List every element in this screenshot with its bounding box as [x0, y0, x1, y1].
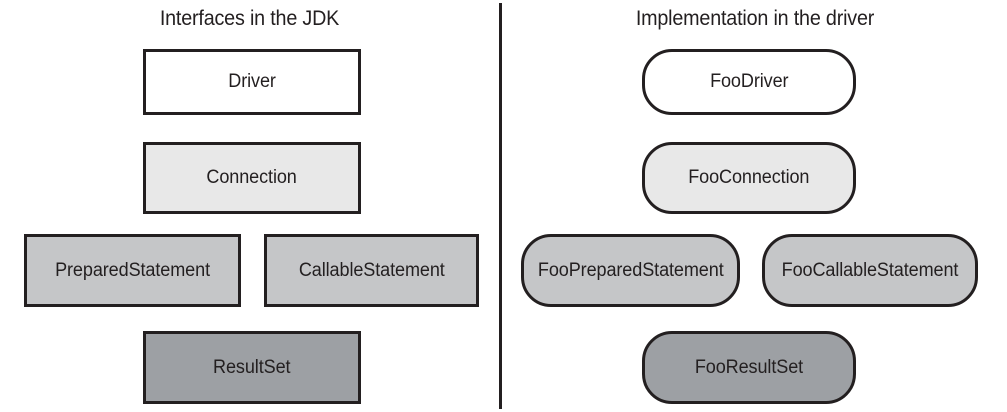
node-foodriver[interactable]: FooDriver: [642, 49, 856, 115]
node-callablestatement-label: CallableStatement: [298, 259, 445, 281]
node-fooconnection[interactable]: FooConnection: [642, 142, 856, 214]
node-foodriver-label: FooDriver: [709, 71, 789, 92]
node-driver[interactable]: Driver: [143, 49, 361, 115]
node-foocallablestatement[interactable]: FooCallableStatement: [762, 234, 978, 307]
node-foocallablestatement-label: FooCallableStatement: [781, 259, 959, 281]
node-connection[interactable]: Connection: [143, 142, 361, 214]
node-fooresultset[interactable]: FooResultSet: [642, 331, 856, 404]
node-preparedstatement[interactable]: PreparedStatement: [24, 234, 241, 307]
node-callablestatement[interactable]: CallableStatement: [264, 234, 479, 307]
node-foopreparedstatement-label: FooPreparedStatement: [537, 259, 724, 281]
column-title-jdk-interfaces: Interfaces in the JDK: [159, 7, 340, 30]
column-title-driver-implementation: Implementation in the driver: [635, 7, 875, 30]
node-fooconnection-label: FooConnection: [688, 167, 810, 188]
node-connection-label: Connection: [206, 167, 298, 188]
node-resultset[interactable]: ResultSet: [143, 331, 361, 404]
node-preparedstatement-label: PreparedStatement: [55, 259, 210, 281]
node-resultset-label: ResultSet: [213, 356, 291, 378]
node-driver-label: Driver: [228, 71, 276, 92]
node-foopreparedstatement[interactable]: FooPreparedStatement: [521, 234, 740, 307]
column-divider: [499, 3, 502, 409]
node-fooresultset-label: FooResultSet: [694, 356, 804, 378]
